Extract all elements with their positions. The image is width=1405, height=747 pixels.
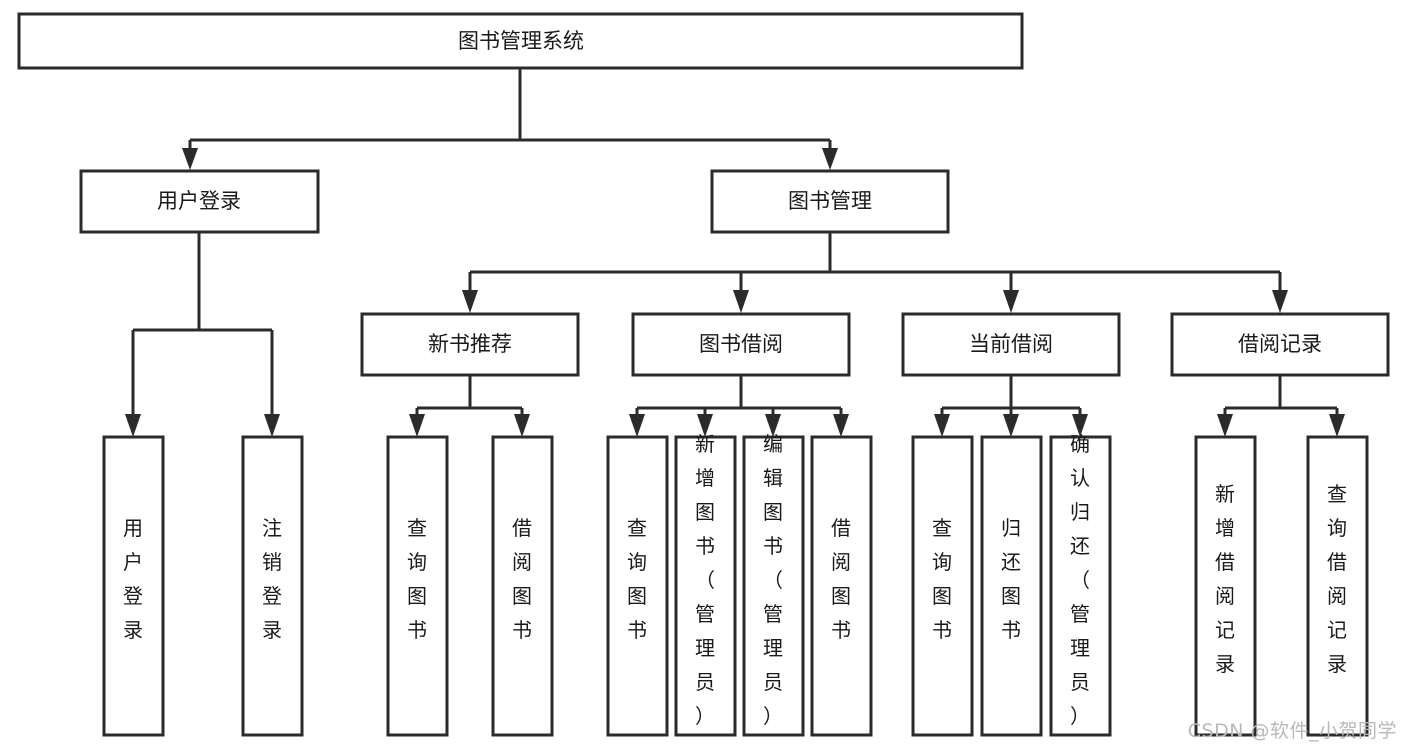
node-leaf-add-book-label: 新增图书（管理员）	[695, 432, 715, 728]
node-leaf-add-record-box[interactable]	[1194, 435, 1257, 737]
node-leaf-return-book-label: 归还图书	[1001, 516, 1021, 642]
arrow-bookmanage-child-1	[462, 290, 478, 313]
node-user-login-box[interactable]	[79, 169, 320, 234]
node-leaf-query-book-1-box[interactable]	[386, 435, 449, 737]
node-user-login[interactable]: 用户登录	[79, 169, 320, 234]
arrow-userlogin-leaf-2	[264, 414, 280, 437]
arrow-bookmanage-child-3	[1003, 290, 1019, 313]
arrow-current-leaf-2	[1003, 414, 1019, 437]
node-new-book-recommend[interactable]: 新书推荐	[360, 312, 580, 377]
node-book-manage-label: 图书管理	[788, 189, 872, 213]
node-new-book-recommend-box[interactable]	[360, 312, 580, 377]
node-leaf-borrow-book-1-label: 借阅图书	[512, 516, 532, 642]
node-book-borrow-box[interactable]	[631, 312, 851, 377]
node-current-borrow[interactable]: 当前借阅	[901, 312, 1121, 377]
node-leaf-query-book-2-box[interactable]	[606, 435, 669, 737]
arrow-borrow-leaf-3	[765, 414, 781, 437]
node-root-label: 图书管理系统	[458, 29, 584, 53]
arrow-borrow-leaf-1	[629, 414, 645, 437]
node-new-book-recommend-label: 新书推荐	[428, 332, 512, 356]
node-leaf-borrow-book-2-label: 借阅图书	[831, 516, 851, 642]
arrow-root-to-book-manage	[822, 148, 838, 170]
arrow-record-leaf-1	[1217, 414, 1233, 437]
arrow-borrow-leaf-2	[697, 414, 713, 437]
edge-group	[125, 68, 1345, 437]
node-book-manage-box[interactable]	[710, 169, 950, 234]
node-leaf-edit-book-label: 编辑图书（管理员）	[763, 432, 783, 728]
node-root-box[interactable]	[17, 12, 1024, 70]
node-leaf-confirm-return-box[interactable]	[1049, 435, 1112, 737]
arrow-recommend-leaf-1	[409, 414, 425, 437]
arrow-current-leaf-3	[1072, 414, 1088, 437]
node-leaf-query-book-2-label: 查询图书	[627, 516, 647, 642]
arrow-root-to-user-login	[182, 148, 198, 170]
node-leaf-query-record-label: 查询借阅记录	[1327, 482, 1347, 676]
node-leaf-edit-book-box[interactable]	[742, 435, 805, 737]
node-leaf-return-book-box[interactable]	[980, 435, 1043, 737]
node-leaf-logout-login-label: 注销登录	[262, 516, 282, 642]
node-leaf-add-record-label: 新增借阅记录	[1215, 482, 1235, 676]
node-book-borrow-label: 图书借阅	[699, 332, 783, 356]
node-leaf-query-record-box[interactable]	[1306, 435, 1369, 737]
node-leaf-borrow-book-2-box[interactable]	[810, 435, 873, 737]
arrow-current-leaf-1	[934, 414, 950, 437]
node-leaf-query-book-3-box[interactable]	[911, 435, 974, 737]
node-leaf-query-book-1-label: 查询图书	[407, 516, 427, 642]
node-leaf-borrow-book-1-box[interactable]	[491, 435, 554, 737]
node-book-borrow[interactable]: 图书借阅	[631, 312, 851, 377]
node-borrow-record-label: 借阅记录	[1238, 332, 1322, 356]
csdn-watermark: CSDN @软件_小贺同学	[1187, 720, 1397, 742]
node-leaf-query-book-3-label: 查询图书	[932, 516, 952, 642]
arrow-borrow-leaf-4	[833, 414, 849, 437]
node-user-login-label: 用户登录	[157, 189, 241, 213]
node-current-borrow-box[interactable]	[901, 312, 1121, 377]
node-leaf-add-book-box[interactable]	[674, 435, 737, 737]
node-leaf-logout-login-box[interactable]	[241, 435, 304, 737]
node-leaf-user-login-box[interactable]	[102, 435, 165, 737]
arrow-userlogin-leaf-1	[125, 414, 141, 437]
node-leaf-user-login-label: 用户登录	[123, 516, 143, 642]
arrow-recommend-leaf-2	[514, 414, 530, 437]
node-borrow-record-box[interactable]	[1170, 312, 1390, 377]
arrow-record-leaf-2	[1329, 414, 1345, 437]
arrow-bookmanage-child-2	[733, 290, 749, 313]
node-leaf-confirm-return-label: 确认归还（管理员）	[1070, 432, 1090, 728]
arrow-bookmanage-child-4	[1272, 290, 1288, 313]
node-current-borrow-label: 当前借阅	[969, 332, 1053, 356]
node-borrow-record[interactable]: 借阅记录	[1170, 312, 1390, 377]
node-root[interactable]: 图书管理系统	[17, 12, 1024, 70]
leaf-nodes-group: 用户登录 注销登录 查询图书 借阅图书 查询图书 新增图书（管理员） 编辑图书（…	[102, 432, 1369, 737]
node-book-manage[interactable]: 图书管理	[710, 169, 950, 234]
